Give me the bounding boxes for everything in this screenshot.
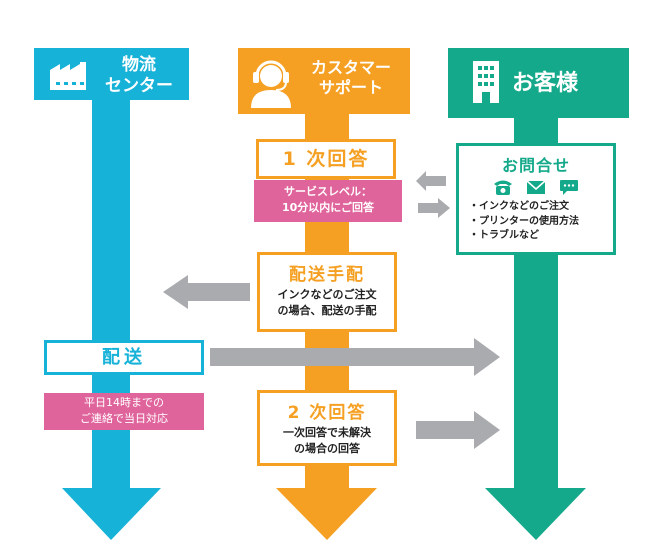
first-response-title: 1 次回答 bbox=[282, 148, 370, 170]
customer-arrowhead bbox=[485, 488, 586, 540]
customer-title: お客様 bbox=[512, 71, 579, 96]
shipping-arrangement-line2: の場合、配送の手配 bbox=[277, 303, 377, 317]
service-level-line2: 10分以内にご回答 bbox=[281, 200, 375, 214]
factory-icon bbox=[50, 62, 86, 90]
inquiry-icons bbox=[459, 178, 613, 198]
delivery-note-line1: 平日14時までの bbox=[84, 396, 164, 409]
arrow-inquiry-to-support bbox=[416, 171, 446, 191]
second-response-title: 2 次回答 bbox=[287, 403, 367, 423]
customer-header: お客様 bbox=[448, 48, 629, 118]
shipping-arrangement-title: 配送手配 bbox=[289, 265, 365, 285]
service-level-badge: サービスレベル： 10分以内にご回答 bbox=[254, 180, 402, 222]
shipping-arrangement-line1: インクなどのご注文 bbox=[277, 288, 377, 301]
delivery-note-badge: 平日14時までの ご連絡で当日対応 bbox=[44, 393, 204, 430]
logistics-header: 物流 センター bbox=[34, 48, 189, 100]
second-response-box: 2 次回答 一次回答で未解決 の場合の回答 bbox=[257, 390, 397, 466]
arrow-response-to-customer bbox=[418, 198, 450, 218]
service-level-line1: サービスレベル： bbox=[284, 185, 372, 198]
chat-icon bbox=[560, 180, 579, 195]
inquiry-item: インクなどのご注文 bbox=[469, 200, 613, 215]
delivery-box: 配送 bbox=[44, 340, 204, 375]
logistics-title-line1: 物流 bbox=[122, 55, 156, 75]
logistics-shaft bbox=[92, 100, 130, 490]
headset-operator-icon bbox=[251, 60, 291, 108]
logistics-arrowhead bbox=[62, 488, 161, 540]
support-title-line2: サポート bbox=[318, 78, 383, 97]
inquiry-item: プリンターの使用方法 bbox=[469, 215, 613, 230]
inquiry-title: お問合せ bbox=[501, 156, 570, 175]
inquiry-box: お問合せ インクなどのご注文 プリンターの使用方法 トラブルなど bbox=[456, 143, 616, 255]
office-building-icon bbox=[473, 61, 499, 103]
arrow-support-to-logistics bbox=[163, 275, 250, 309]
delivery-title: 配送 bbox=[102, 347, 146, 368]
logistics-title-line2: センター bbox=[105, 76, 173, 97]
phone-icon bbox=[493, 180, 512, 195]
delivery-note-line2: ご連絡で当日対応 bbox=[80, 411, 168, 425]
shipping-arrangement-box: 配送手配 インクなどのご注文 の場合、配送の手配 bbox=[257, 252, 397, 332]
arrow-delivery-to-customer bbox=[210, 338, 500, 376]
second-response-line2: の場合の回答 bbox=[294, 441, 360, 455]
support-header: カスタマー サポート bbox=[238, 48, 410, 114]
first-response-box: 1 次回答 bbox=[256, 139, 396, 179]
arrow-second-to-customer bbox=[416, 411, 500, 449]
inquiry-list: インクなどのご注文 プリンターの使用方法 トラブルなど bbox=[469, 200, 613, 244]
support-arrowhead bbox=[276, 488, 377, 540]
inquiry-item: トラブルなど bbox=[469, 229, 613, 244]
mail-icon bbox=[526, 180, 546, 194]
support-title-line1: カスタマー bbox=[310, 58, 391, 77]
second-response-line1: 一次回答で未解決 bbox=[283, 426, 371, 439]
